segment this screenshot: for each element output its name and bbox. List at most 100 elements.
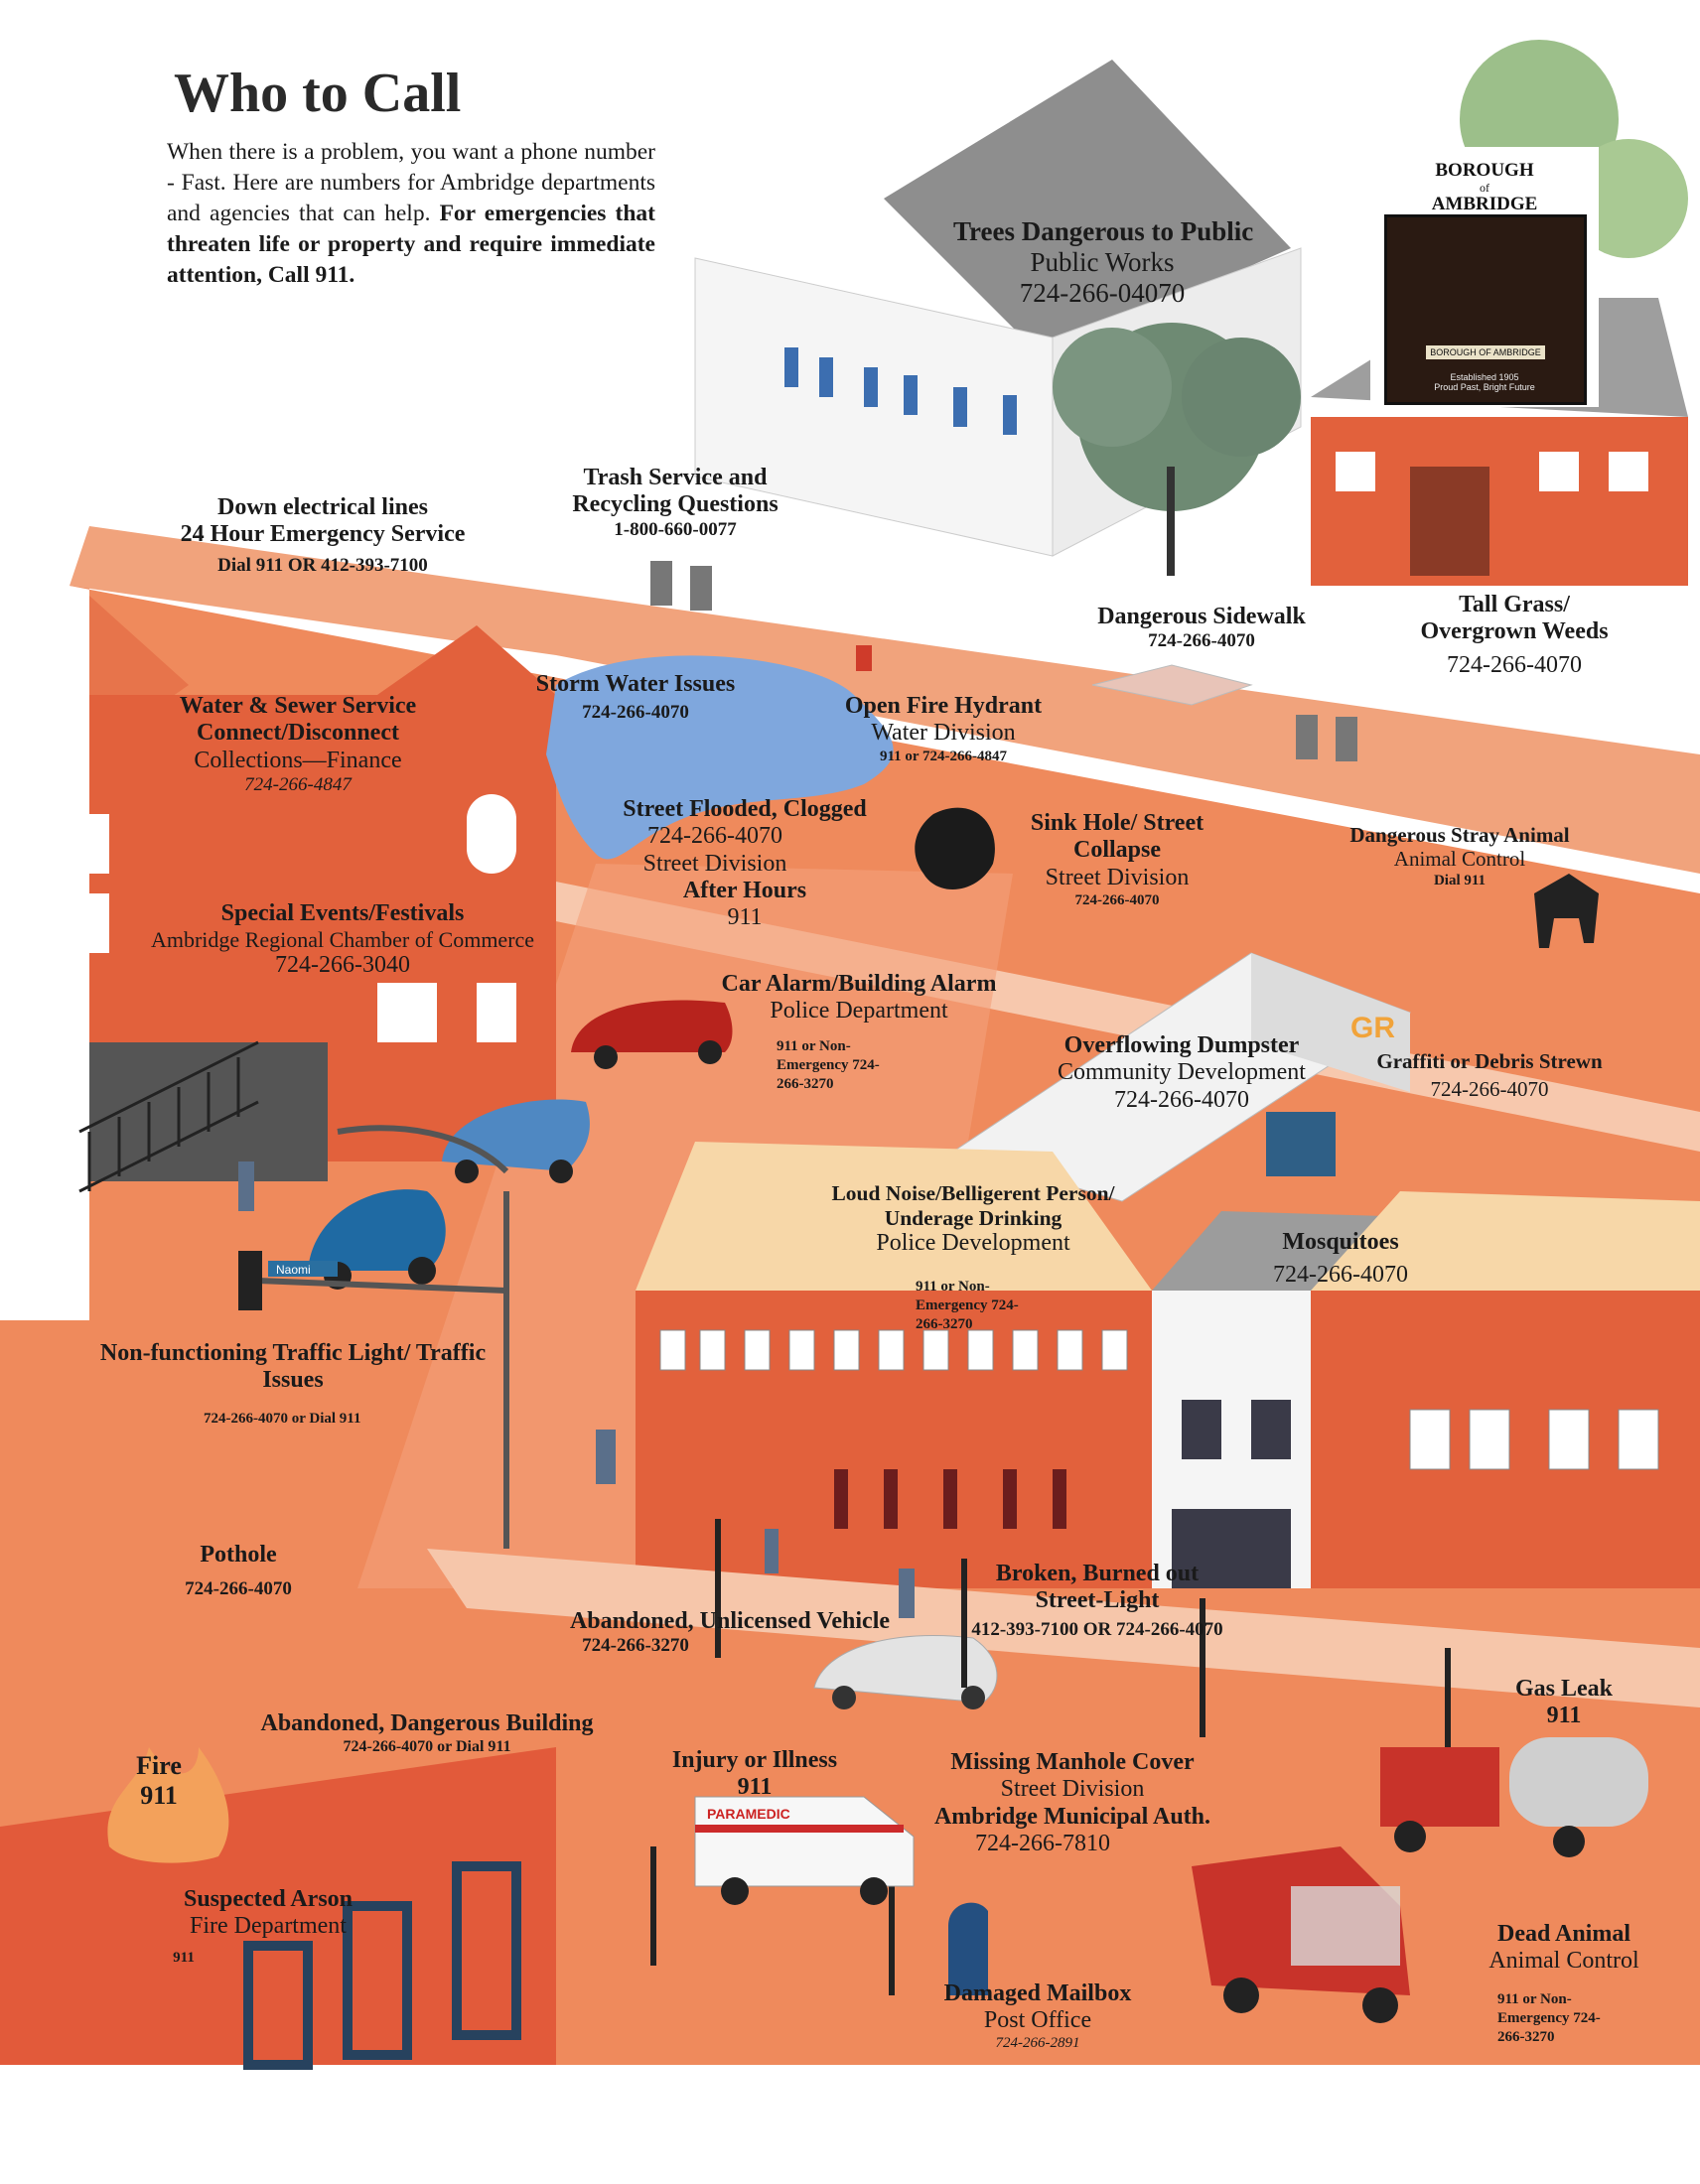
sinkhole-phone: 724-266-4070 (1074, 892, 1160, 909)
street-sign-text: Naomi (276, 1263, 311, 1277)
traffic-title: Non-functioning Traffic Light/ Traffic I… (99, 1340, 487, 1394)
building-phone: 724-266-4070 or Dial 911 (343, 1738, 511, 1756)
grass-title: Tall Grass/ Overgrown Weeds (1420, 592, 1609, 645)
pothole-title: Pothole (200, 1542, 277, 1568)
label-manhole: Missing Manhole Cover Street Division Am… (914, 1749, 1231, 1857)
ambulance-text: PARAMEDIC (707, 1806, 790, 1822)
hydrant-phone: 911 or 724-266-4847 (879, 748, 1008, 764)
trees-dept: Public Works (1030, 246, 1175, 277)
building-title: Abandoned, Dangerous Building (260, 1710, 594, 1736)
storm-phone: 724-266-4070 (582, 702, 689, 724)
intro-normal: When there is a problem, you want a phon… (167, 139, 655, 226)
seal-footer: Established 1905 Proud Past, Bright Futu… (1400, 372, 1569, 393)
label-grass: Tall Grass/ Overgrown Weeds 724-266-4070 (1400, 592, 1629, 679)
label-mailbox: Damaged Mailbox Post Office 724-266-2891 (923, 1980, 1152, 2052)
alarm-phone: 911 or Non- Emergency 724-266-3270 (777, 1038, 880, 1092)
trees-phone: 724-266-04070 (1019, 277, 1186, 308)
fence (78, 1040, 259, 1193)
seal-band: BOROUGH OF AMBRIDGE (1426, 345, 1545, 359)
manhole-dept2: Ambridge Municipal Auth. (933, 1803, 1211, 1830)
label-noise: Loud Noise/Belligerent Person/ Underage … (794, 1181, 1152, 1257)
dumpster-dept: Community Development (1058, 1059, 1306, 1086)
label-injury: Injury or Illness 911 (645, 1747, 864, 1802)
streetlight-phone: 412-393-7100 OR 724-266-4070 (971, 1618, 1223, 1640)
label-hydrant: Open Fire Hydrant Water Division 911 or … (824, 693, 1062, 765)
traffic-light (238, 1251, 262, 1310)
label-alarm: Car Alarm/Building Alarm Police Departme… (705, 971, 1013, 1025)
gas-phone: 911 (1546, 1703, 1582, 1729)
flooded-phone: 724-266-4070 (647, 823, 782, 850)
noise-dept: Police Development (876, 1230, 1070, 1256)
electric-sub: 24 Hour Emergency Service (180, 521, 466, 548)
seal-emblem (1384, 214, 1587, 405)
electric-phone: Dial 911 OR 412-393-7100 (217, 554, 428, 576)
fire-title: Fire (136, 1751, 182, 1780)
seal-name: AMBRIDGE (1431, 194, 1538, 215)
vehicle-title: Abandoned, Unlicensed Vehicle (569, 1608, 891, 1634)
borough-building (1311, 417, 1688, 586)
dead-animal-dept: Animal Control (1488, 1948, 1639, 1975)
label-streetlight: Broken, Burned out Street-Light 412-393-… (968, 1561, 1226, 1640)
graffiti-phone: 724-266-4070 (1430, 1076, 1549, 1101)
gas-title: Gas Leak (1514, 1676, 1613, 1702)
label-sinkhole: Sink Hole/ Street Collapse Street Divisi… (1018, 810, 1216, 910)
graffiti-title: Graffiti or Debris Strewn (1376, 1049, 1603, 1073)
events-phone: 724-266-3040 (275, 952, 410, 979)
graffiti-tag: GR (1350, 1012, 1395, 1044)
intro-text: When there is a problem, you want a phon… (167, 137, 655, 291)
arson-title: Suspected Arson (183, 1886, 354, 1912)
alarm-dept: Police Department (770, 998, 948, 1024)
mailbox (948, 1902, 988, 1995)
stray-phone: Dial 911 (1433, 872, 1487, 888)
flooded-after-phone: 911 (727, 904, 763, 931)
injury-title: Injury or Illness (671, 1747, 838, 1773)
seal-est: Established 1905 (1450, 372, 1519, 382)
label-vehicle: Abandoned, Unlicensed Vehicle 724-266-32… (551, 1608, 909, 1657)
sinkhole-dept: Street Division (1045, 864, 1190, 890)
label-dead-animal: Dead Animal Animal Control (1470, 1921, 1658, 1976)
sidewalk-rubble (1091, 664, 1253, 706)
streetlight-title: Broken, Burned out Street-Light (995, 1561, 1200, 1614)
dead-animal-phone: 911 or Non- Emergency 724-266-3270 (1497, 1991, 1601, 2045)
mosquitoes-title: Mosquitoes (1282, 1229, 1399, 1255)
dumpster-title: Overflowing Dumpster (1063, 1032, 1300, 1058)
trash-cans (650, 561, 1357, 761)
borough-seal: BOROUGH of AMBRIDGE BOROUGH OF AMBRIDGE … (1370, 147, 1599, 407)
ambulance: PARAMEDIC (694, 1796, 915, 1905)
pedestrians (238, 1161, 915, 1618)
sidewalk-title: Dangerous Sidewalk (1097, 604, 1306, 629)
tree (1053, 323, 1301, 576)
electric-title: Down electrical lines (217, 494, 428, 520)
mailbox-title: Damaged Mailbox (943, 1980, 1132, 2006)
gas-truck (1380, 1737, 1648, 1857)
trash-phone: 1-800-660-0077 (614, 518, 737, 540)
traffic-phone: 724-266-4070 or Dial 911 (204, 1411, 361, 1427)
sidewalk-phone: 724-266-4070 (1148, 630, 1255, 652)
seal-of: of (1480, 180, 1489, 195)
fire-truck (1192, 1846, 1410, 2023)
intro-emphasis: For emergencies that threaten life or pr… (167, 201, 656, 288)
manhole-phone: 724-266-7810 (975, 1831, 1110, 1857)
lamp-posts (650, 1519, 1451, 1995)
sink-hole (915, 807, 995, 890)
lower-curb (427, 1549, 1700, 1707)
label-building: Abandoned, Dangerous Building 724-266-40… (238, 1710, 616, 1757)
fire-icon (107, 1747, 229, 1863)
dumpster-phone: 724-266-4070 (1114, 1086, 1249, 1113)
white-house-roof (884, 60, 1291, 357)
label-gas: Gas Leak 911 (1494, 1676, 1633, 1730)
manhole-dept: Street Division (1000, 1776, 1145, 1803)
noise-title: Loud Noise/Belligerent Person/ Underage … (831, 1181, 1115, 1230)
label-electric: Down electrical lines 24 Hour Emergency … (164, 494, 482, 576)
injury-phone: 911 (737, 1774, 773, 1801)
fire-hydrant (856, 645, 872, 671)
label-graffiti: Graffiti or Debris Strewn 724-266-4070 (1355, 1049, 1624, 1102)
label-dumpster: Overflowing Dumpster Community Developme… (1033, 1032, 1331, 1114)
fire-phone: 911 (140, 1780, 178, 1810)
hydrant-dept: Water Division (871, 720, 1016, 747)
events-dept: Ambridge Regional Chamber of Commerce (150, 927, 535, 953)
traffic-light-pole (257, 1125, 509, 1549)
noise-phone: 911 or Non- Emergency 724-266-3270 (916, 1279, 1019, 1332)
water-sewer-title: Water & Sewer Service Connect/Disconnect (179, 693, 417, 747)
noise-phone-block: 911 or Non- Emergency 724-266-3270 (916, 1278, 1045, 1333)
